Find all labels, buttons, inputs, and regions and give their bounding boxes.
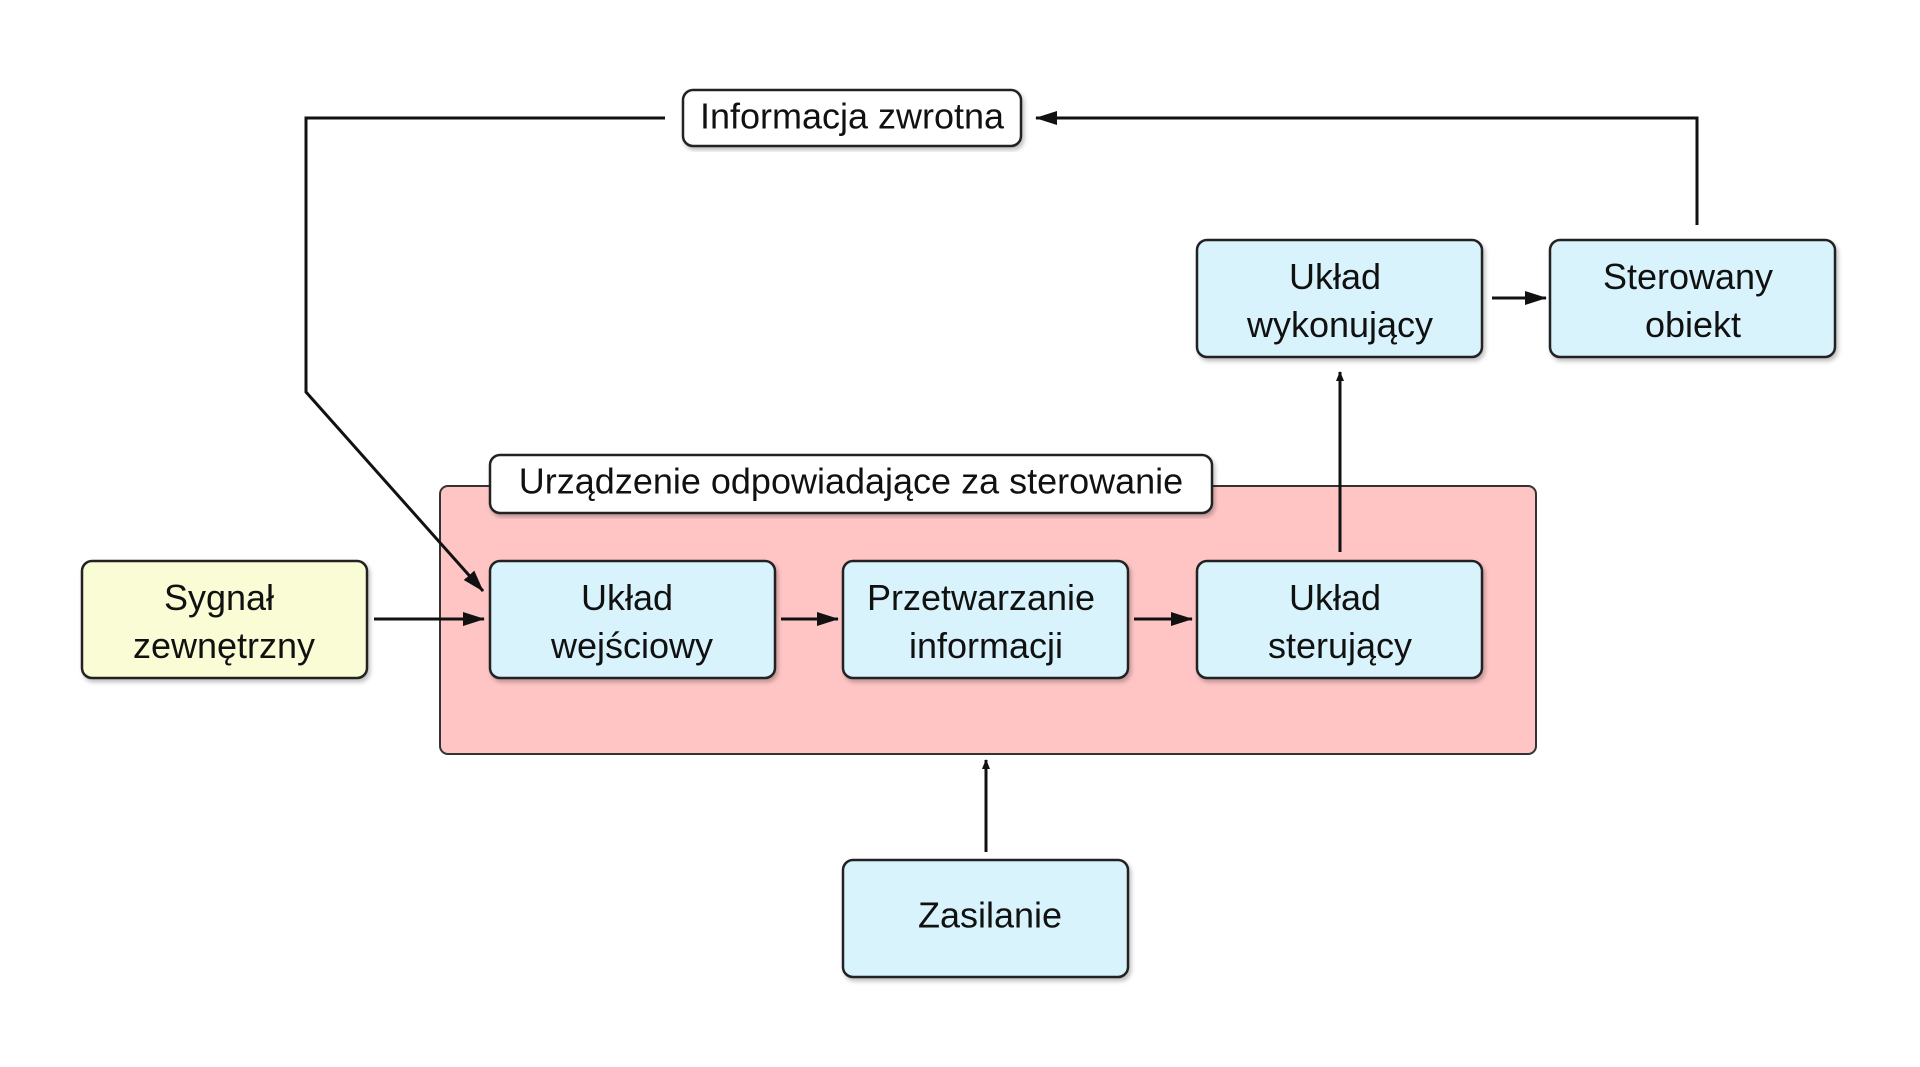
- svg-text:Układ sterujący: Układ sterujący: [1268, 577, 1412, 666]
- input-unit-block: Układ wejściowy: [488, 559, 777, 680]
- external-signal-line2: zewnętrzny: [133, 625, 315, 666]
- control-unit-line2: sterujący: [1268, 625, 1412, 666]
- power-label: Zasilanie: [918, 895, 1062, 936]
- svg-text:Układ wejściowy: Układ wejściowy: [550, 577, 713, 666]
- controller-label-box: Urządzenie odpowiadające za sterowanie: [488, 453, 1214, 515]
- svg-text:Sterowany obiekt: Sterowany obiekt: [1603, 256, 1783, 345]
- controlled-object-line2: obiekt: [1645, 304, 1741, 345]
- arrow-feedback-to-input: [304, 116, 665, 592]
- executive-unit-line2: wykonujący: [1246, 304, 1433, 345]
- processing-line1: Przetwarzanie: [867, 577, 1095, 618]
- external-signal-block: Sygnał zewnętrzny: [80, 559, 369, 680]
- feedback-label: Informacja zwrotna: [700, 96, 1005, 137]
- power-block: Zasilanie: [841, 858, 1130, 979]
- svg-text:Przetwarzanie informacji: Przetwarzanie informacji: [867, 577, 1105, 666]
- control-unit-block: Układ sterujący: [1195, 559, 1484, 680]
- arrow-object-to-feedback: [1035, 111, 1699, 225]
- input-unit-line2: wejściowy: [550, 625, 713, 666]
- executive-unit-line1: Układ: [1289, 256, 1381, 297]
- svg-text:Sygnał zewnętrzny: Sygnał zewnętrzny: [133, 577, 315, 666]
- controlled-object-line1: Sterowany: [1603, 256, 1773, 297]
- control-unit-line1: Układ: [1289, 577, 1381, 618]
- controller-label: Urządzenie odpowiadające za sterowanie: [519, 461, 1183, 502]
- processing-line2: informacji: [909, 625, 1063, 666]
- executive-unit-block: Układ wykonujący: [1195, 238, 1484, 359]
- input-unit-line1: Układ: [581, 577, 673, 618]
- controlled-object-block: Sterowany obiekt: [1548, 238, 1837, 359]
- svg-text:Układ wykonujący: Układ wykonujący: [1246, 256, 1433, 345]
- feedback-label-box: Informacja zwrotna: [681, 88, 1023, 148]
- processing-block: Przetwarzanie informacji: [841, 559, 1130, 680]
- external-signal-line1: Sygnał: [164, 577, 274, 618]
